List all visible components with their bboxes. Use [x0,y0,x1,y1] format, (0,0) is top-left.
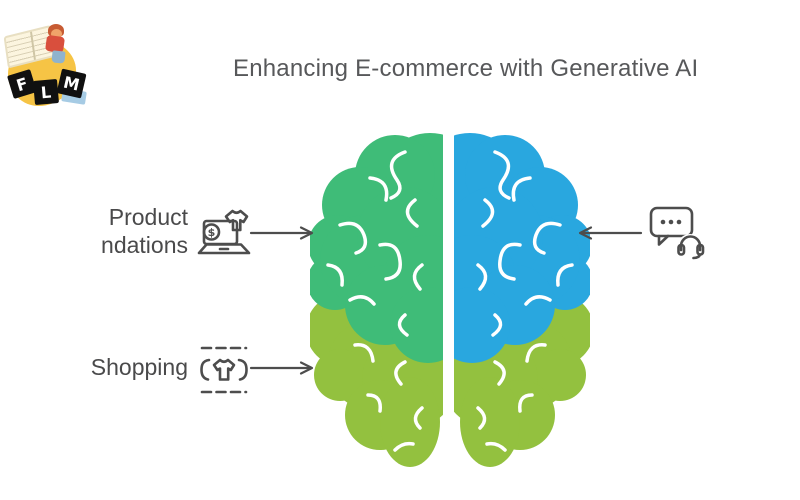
page-title: Enhancing E-commerce with Generative AI [233,55,699,82]
flm-logo: F L M [3,23,98,120]
headset-mic [692,253,702,260]
label-shopping: Shopping [0,353,188,381]
arrow-left-to-brain [578,226,643,240]
right-bracket [237,358,248,381]
left-bracket [200,358,211,381]
headset-earcup-left [677,243,686,256]
laptop-dollar-tshirt-icon: $ [197,209,251,255]
bubble-dots [660,219,682,225]
speech-bubble [649,206,694,238]
logo-letter: F [13,73,31,95]
arrow-right-to-brain-1 [249,226,314,240]
logo-letter-l: L [32,78,60,106]
left-brain-folds [326,150,424,452]
logo-letter: M [61,72,82,95]
logo-letter: L [40,82,52,102]
left-lower-lobe [310,294,443,467]
child-head [51,29,62,39]
right-brain-folds [476,150,574,452]
brain-illustration [310,133,590,467]
tshirt-glyph [212,358,236,381]
label-line: Shopping [90,354,188,380]
virtual-tryon-icon [200,346,248,394]
child-legs [51,50,66,64]
dollar-circle [202,223,221,241]
laptop-base [197,243,251,255]
label-line: Product [108,204,188,230]
label-line: ndations [101,232,188,258]
arrow-right-to-brain-2 [249,361,314,375]
tshirt-glyph [224,209,249,232]
chat-headset-icon [649,206,705,260]
label-product-recommendations: Product ndations [0,203,188,259]
dollar-sign: $ [208,226,216,239]
speech-bubble-tail [657,234,670,246]
